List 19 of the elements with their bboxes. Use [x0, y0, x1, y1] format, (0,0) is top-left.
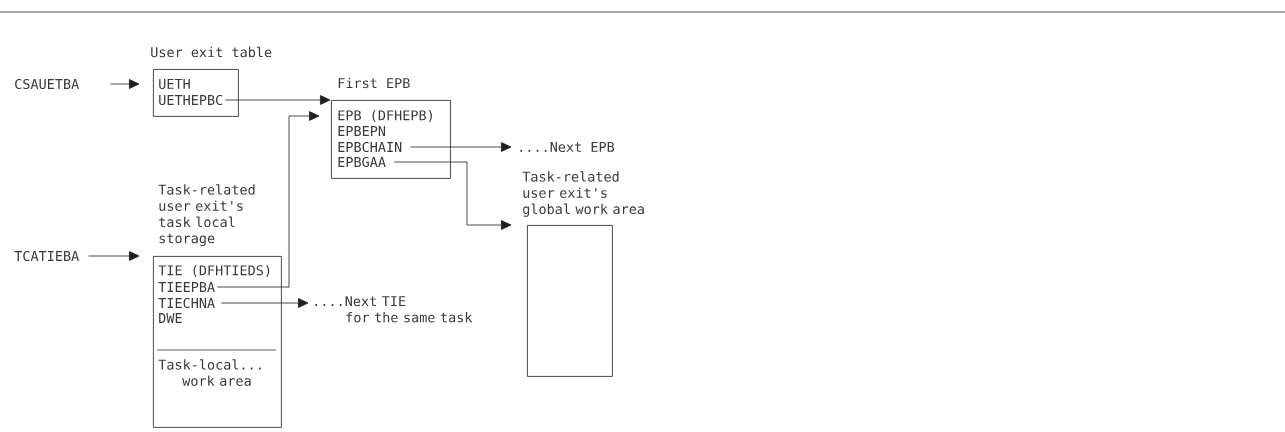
arrow: [410, 142, 512, 152]
arrow: [393, 161, 512, 230]
node-label: Task-related user exit's task local storage: [158, 184, 255, 247]
arrow: [88, 251, 140, 261]
table-box: User exit table UETH UETHEPBC: [151, 46, 272, 117]
work-area-box: Task-related user exit's global work area: [522, 171, 644, 377]
block-box: First EPB EPB (DFHEPB) EPBEPN EPBCHAIN EPBGAA: [331, 77, 451, 179]
arrow: [220, 298, 309, 308]
arrow: [216, 111, 320, 288]
node-label: First EPB: [338, 77, 410, 89]
storage-box: Task-related user exit's task local storage TIE (DFHTIEDS) TIEEPBA TIECHNA DWE Task-local... work area: [153, 184, 282, 428]
chain-label: ....Next TIE for the same task: [315, 296, 473, 323]
pointer-label: CSAUETBA: [15, 78, 79, 90]
node-label: Task-related user exit's global work area: [522, 171, 644, 217]
arrow: [110, 79, 140, 89]
pointer-label: TCATIEBA: [14, 250, 79, 262]
node-label: User exit table: [151, 46, 272, 58]
chain-label: ....Next EPB: [520, 142, 615, 152]
arrow: [225, 95, 331, 105]
